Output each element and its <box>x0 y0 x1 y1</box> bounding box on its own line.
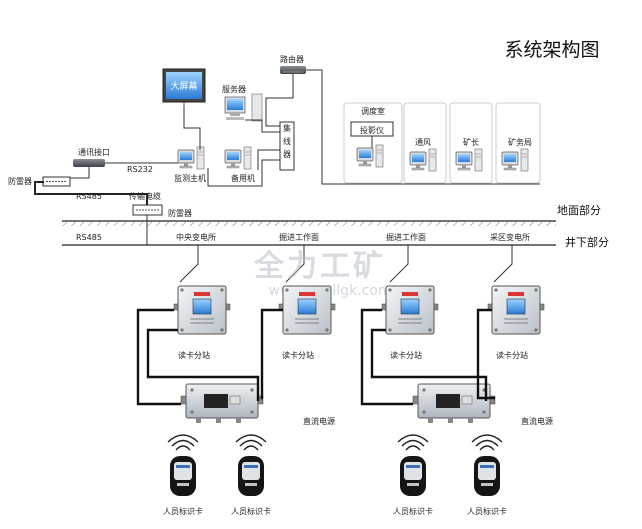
lightning-mid-icon <box>132 204 163 216</box>
personnel-tag-3 <box>397 434 429 497</box>
power-label: 直流电源 <box>521 416 553 426</box>
router-label: 路由器 <box>280 54 304 64</box>
underground-zone-label: 井下部分 <box>565 235 609 249</box>
personnel-tag-4 <box>471 434 503 497</box>
tag-label: 人员标识卡 <box>231 506 271 516</box>
card-reader-substation-4 <box>487 285 545 335</box>
comm-port-label: 通讯接口 <box>78 147 110 157</box>
remote-client-ventilation: 通风 <box>403 102 447 184</box>
hub-icon <box>279 121 295 171</box>
location-label: 采区变电所 <box>490 232 530 242</box>
lightning-left-label: 防雷器 <box>8 176 32 186</box>
card-reader-substation-3 <box>381 285 439 335</box>
bus-branch-wires <box>179 245 513 283</box>
tag-label: 人员标识卡 <box>467 506 507 516</box>
tag-label: 人员标识卡 <box>163 506 203 516</box>
lightning-mid-label: 防雷器 <box>168 208 192 218</box>
rs485-top-label: RS485 <box>76 192 102 201</box>
remote-client-label: 矿长 <box>463 137 479 147</box>
hub-label-1: 集 <box>283 123 291 133</box>
dispatch-room-label: 调度室 <box>361 106 385 116</box>
backup-host-icon <box>224 146 252 170</box>
card-reader-substation-1 <box>173 285 231 335</box>
power-cables <box>136 308 495 406</box>
power-label: 直流电源 <box>303 416 335 426</box>
watermark-logo: 全力工矿 <box>253 249 386 284</box>
router-icon <box>280 66 306 74</box>
surface-network-wires <box>34 69 540 205</box>
card-reader-substation-2 <box>278 285 336 335</box>
diagram-title: 系统架构图 <box>504 39 599 61</box>
lightning-left-icon <box>42 176 71 187</box>
big-screen-icon: 大屏幕 <box>162 68 206 106</box>
personnel-tag-2 <box>235 434 267 497</box>
hub-label-2: 线 <box>283 136 291 146</box>
projector-label: 投影仪 <box>360 125 384 135</box>
dc-power-supply-1 <box>180 383 264 424</box>
tag-label: 人员标识卡 <box>393 506 433 516</box>
comm-port-icon <box>73 159 105 167</box>
remote-client-label: 通风 <box>415 137 431 147</box>
backup-host-label: 备用机 <box>231 173 255 183</box>
hub-label-3: 器 <box>283 150 291 159</box>
server-label: 服务器 <box>222 84 246 94</box>
location-label: 中央变电所 <box>176 232 216 242</box>
location-label: 掘进工作面 <box>279 232 319 242</box>
dc-power-supply-2 <box>412 383 496 424</box>
personnel-tag-1 <box>167 434 199 497</box>
remote-client-label: 矿务局 <box>508 137 532 147</box>
substation-label: 读卡分站 <box>496 350 528 360</box>
big-screen-label: 大屏幕 <box>170 80 197 92</box>
substation-label: 读卡分站 <box>390 350 422 360</box>
rs232-label: RS232 <box>127 165 153 174</box>
main-host-icon <box>177 146 205 170</box>
ground-divider <box>62 220 556 226</box>
server-icon <box>224 93 263 122</box>
remote-client-mine-head: 矿长 <box>449 102 493 184</box>
location-label: 掘进工作面 <box>386 232 426 242</box>
surface-zone-label: 地面部分 <box>557 203 601 217</box>
substation-label: 读卡分站 <box>282 350 314 360</box>
dispatch-room-panel: 调度室 投影仪 <box>343 102 403 184</box>
remote-client-mining-bureau: 矿务局 <box>495 102 541 184</box>
substation-label: 读卡分站 <box>178 350 210 360</box>
rs485-bus-label: RS485 <box>76 233 102 242</box>
transmission-cable-label: 传输电缆 <box>129 191 161 201</box>
main-host-label: 监测主机 <box>174 173 206 183</box>
